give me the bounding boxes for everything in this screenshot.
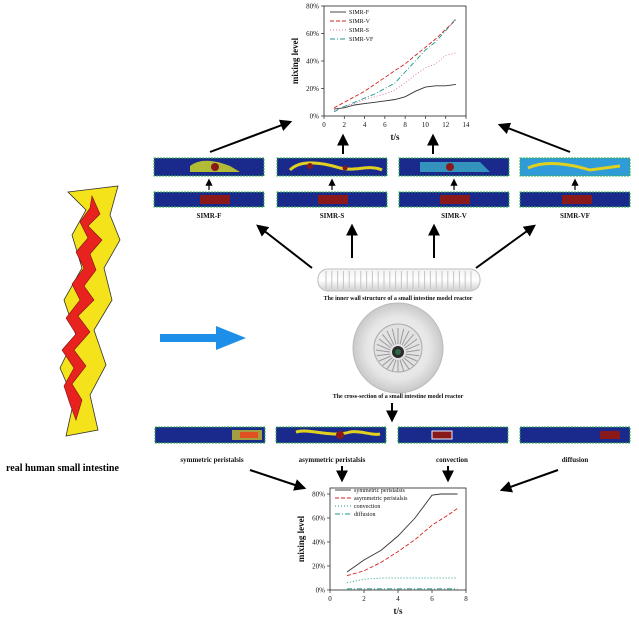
series-line-2 [346, 577, 458, 584]
y-tick-label: 60% [312, 515, 325, 523]
reactor-spoke [403, 334, 414, 347]
reactor-spoke [378, 355, 392, 362]
x-tick-label: 0 [322, 121, 326, 129]
reactor-spoke [386, 330, 395, 346]
series-line-2 [333, 52, 457, 111]
x-tick-label: 10 [422, 121, 430, 129]
y-tick-label: 0% [316, 587, 326, 595]
legend-label-3: diffusion [354, 511, 376, 518]
cross-section-caption: The cross-section of a small intestine m… [333, 394, 464, 400]
reactor-spoke [376, 353, 391, 357]
reactor-spoke [405, 353, 420, 357]
reactor-spoke [386, 358, 395, 370]
series-line-0 [334, 83, 456, 110]
reactor-inner-wall-image [317, 268, 481, 292]
reactor-cross-section-image [340, 302, 444, 394]
intestine-label: real human small intestine [6, 463, 119, 474]
reactor-spoke [405, 349, 421, 353]
y-tick-label: 20% [306, 85, 319, 93]
y-tick-label: 80% [306, 3, 319, 11]
legend-label-2: SIMR-S [349, 28, 369, 34]
sim-strip-convection [397, 426, 509, 444]
reactor-spoke [391, 359, 397, 372]
series-line-3 [333, 18, 457, 113]
reactor-spoke [401, 330, 410, 346]
y-tick-label: 40% [312, 539, 325, 547]
x-tick-label: 6 [430, 595, 434, 603]
mechanism-label-convection: convection [436, 456, 468, 464]
x-tick-label: 4 [363, 121, 367, 129]
series-line-0 [346, 493, 458, 573]
sim-strip-diffusion [519, 426, 631, 444]
x-tick-label: 0 [328, 595, 332, 603]
sim-label-simr-s: SIMR-S [320, 212, 345, 220]
arrows-reactor-to-strips [256, 223, 536, 269]
x-tick-label: 14 [463, 121, 471, 129]
x-axis-label: t/s [391, 132, 400, 142]
sim-strip-simr-s [276, 157, 388, 208]
sim-strip-simr-f [153, 157, 265, 208]
blue-arrow [160, 326, 246, 350]
reactor-spoke [376, 343, 391, 351]
reactor-spoke [378, 338, 392, 349]
sim-strip-symmetric [154, 426, 266, 444]
x-tick-label: 12 [442, 121, 450, 129]
sim-strip-simr-vf [519, 157, 631, 208]
sim-strip-asymmetric [275, 426, 387, 444]
reactor-spoke [403, 357, 414, 366]
reactor-spoke [399, 328, 405, 345]
x-tick-label: 8 [464, 595, 468, 603]
sim-label-simr-v: SIMR-V [441, 212, 467, 220]
y-axis-label: mixing level [296, 515, 306, 562]
legend-label-2: convection [354, 504, 380, 510]
intestine-illustration [59, 185, 121, 437]
reactor-spoke [404, 338, 418, 349]
x-tick-label: 2 [343, 121, 347, 129]
legend-label-0: symmetric peristalsis [354, 488, 405, 494]
x-tick-label: 2 [362, 595, 366, 603]
reactor-spoke [382, 357, 393, 366]
strip-arrows-top [205, 178, 579, 190]
mixing-level-chart-simr: 0 2 4 6 8 10 12 14 0% 20% 40% 60% 80% t/s mixing level… [290, 3, 470, 143]
legend-label-1: SIMR-V [349, 19, 371, 25]
sim-label-simr-vf: SIMR-VF [560, 212, 590, 220]
reactor-spoke [401, 358, 410, 370]
x-tick-label: 8 [403, 121, 407, 129]
y-axis-label: mixing level [290, 37, 300, 84]
x-axis-label: t/s [394, 606, 403, 616]
sim-strip-simr-v [398, 157, 510, 208]
series-line-1 [333, 19, 457, 109]
mechanism-label-symmetric: symmetric peristalsis [180, 456, 243, 464]
mechanism-label-diffusion: diffusion [562, 456, 589, 464]
mechanism-label-asymmetric: asymmetric peristalsis [299, 456, 366, 464]
y-tick-label: 40% [306, 58, 319, 66]
inner-wall-caption: The inner wall structure of a small inte… [324, 296, 473, 302]
reactor-spoke [404, 355, 418, 362]
x-tick-label: 6 [383, 121, 387, 129]
y-tick-label: 20% [312, 563, 325, 571]
y-tick-label: 0% [310, 113, 320, 121]
reactor-spoke [405, 343, 420, 351]
legend-label-0: SIMR-F [349, 10, 370, 16]
series-line-1 [346, 508, 458, 577]
arrows-to-bottom-chart [249, 466, 559, 493]
reactor-spoke [375, 349, 391, 353]
arrows-to-top-chart [209, 119, 571, 154]
intestine-inner [61, 194, 103, 421]
y-tick-label: 80% [312, 491, 325, 499]
reactor-spoke [399, 359, 405, 372]
legend-label-1: asymmetric peristalsis [354, 496, 408, 502]
legend-label-3: SIMR-VF [349, 37, 374, 43]
y-tick-label: 60% [306, 30, 319, 38]
sim-label-simr-f: SIMR-F [197, 212, 222, 220]
reactor-spoke [391, 328, 397, 345]
x-tick-label: 4 [396, 595, 400, 603]
reactor-spoke [382, 334, 393, 347]
